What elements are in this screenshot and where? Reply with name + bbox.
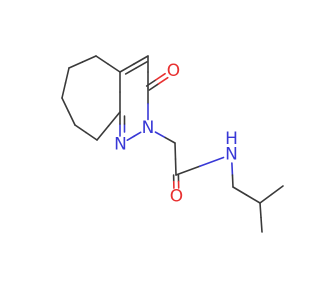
atom-label-o1: O [167, 61, 180, 81]
atom-label-n1: N [142, 118, 155, 138]
atom-label-n2: N [114, 135, 127, 155]
bond-c5-c6-a [81, 55, 97, 63]
bond-c1-c5-a [107, 63, 121, 73]
bond-n3-c12-b [231, 174, 234, 188]
bond-n1-n2-b [126, 135, 135, 141]
bond-c10-c11-a [174, 142, 177, 160]
bond-c11-n3-b [198, 156, 225, 168]
bond-c13-c14-a [259, 202, 262, 219]
bond-n1-c10-b [164, 136, 176, 144]
bond-n3-c12-a [231, 162, 234, 176]
bond-n1-n2-a [133, 131, 142, 138]
bond-c8-c9-b [85, 131, 98, 141]
bond-c3-o1-l1-a [148, 83, 160, 91]
bond-c3-o1-l1-b [157, 76, 169, 85]
bond-c13-c15-a [259, 193, 273, 204]
bond-c6-c7-a [64, 67, 70, 84]
bond-c1-c2-main-a [119, 63, 135, 73]
atom-label-o2: O [170, 187, 183, 207]
bond-c9-c4-a [96, 125, 110, 141]
bond-c13-c14-b [260, 216, 263, 233]
atom-label-n3: N [225, 145, 238, 165]
bond-c9-c4-b [107, 111, 121, 127]
bond-c12-c13-a [232, 186, 248, 196]
bond-c1-c2-inner-b [135, 61, 148, 69]
bond-c3-o1-l2-b [155, 72, 166, 81]
bond-n1-c10-a [154, 131, 167, 139]
bond-c1-c2-inner-a [124, 67, 138, 75]
atom-label-h1: H [225, 129, 238, 149]
bond-c10-c11-b [174, 158, 177, 176]
bond-c1-c5-b [95, 55, 109, 65]
atom-label-layer: O N N O N H [114, 61, 238, 207]
bond-c8-c9-a [74, 124, 87, 134]
bond-c11-n3-a [175, 165, 201, 176]
bond-c7-c8-b [67, 110, 76, 126]
bond-c6-c7-b [61, 82, 67, 99]
bond-layer [61, 55, 284, 233]
bond-c13-c15-b [270, 185, 284, 196]
bond-c7-c8-a [61, 97, 70, 113]
bond-c3-o1-l2-a [145, 79, 157, 87]
molecule-diagram: O N N O N H [0, 0, 300, 300]
molecule-structure: O N N O N H [0, 0, 300, 300]
bond-c1-c2-main-b [133, 55, 149, 65]
bond-c12-c13-b [245, 194, 261, 204]
diagram-background [0, 0, 300, 300]
bond-c5-c6-b [68, 61, 84, 69]
